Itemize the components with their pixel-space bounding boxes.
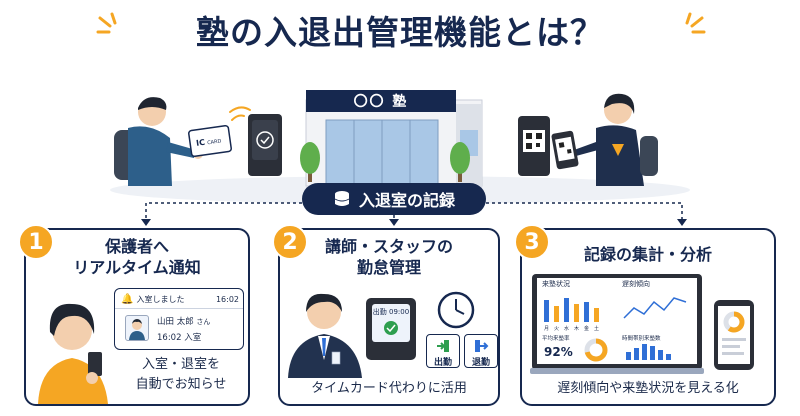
notification-time: 16:02: [215, 295, 239, 304]
ic-card: IC CARD: [188, 124, 232, 158]
card-staff-attendance: 2 講師・スタッフの 勤怠管理 出勤 09:00 出勤 退勤 タイムカード代わり…: [272, 224, 500, 406]
card-number-3: 3: [514, 224, 550, 260]
card-2-title-line1: 講師・スタッフの: [324, 237, 453, 256]
card-3-caption: 遅刻傾向や来塾状況を見える化: [557, 381, 739, 396]
notification-popup: 🔔入室しました 16:02 山田 太郎 さん 16:02 入室: [114, 288, 244, 350]
qr-reader: [518, 116, 550, 176]
student-honorific: さん: [196, 318, 211, 326]
weekday-4: 金: [584, 325, 589, 332]
card-1-caption-line2: 自動でお知らせ: [135, 377, 227, 392]
school-sign: 〇〇 塾: [353, 94, 409, 110]
time-chart-title: 時間帯別来塾数: [622, 334, 661, 342]
tree-icon: [300, 142, 470, 182]
card-3-title: 記録の集計・分析: [583, 245, 712, 264]
attendance-chart-title: 来塾状況: [542, 279, 570, 288]
clock-in-label: 出勤: [433, 358, 452, 368]
avatar-icon: [125, 315, 149, 341]
average-label: 平均来塾率: [542, 334, 570, 342]
school-building: [305, 90, 483, 187]
weekday-0: 月: [544, 326, 549, 332]
card-2-caption: タイムカード代わりに活用: [311, 381, 467, 396]
clock-in-button: 出勤: [426, 334, 460, 368]
analytics-dashboard: 来塾状況 月 火 水 木 金 土 遅刻傾向 平均来塾率 92% 時間帯別来塾数: [530, 274, 754, 374]
card-number-2: 2: [272, 224, 308, 260]
database-icon: [334, 191, 350, 206]
student-name: 山田 太郎: [157, 317, 194, 327]
ic-card-text: IC: [196, 138, 206, 148]
parent-with-phone: [38, 303, 108, 404]
time-bars: [626, 344, 671, 360]
card-analytics: 3 記録の集計・分析 来塾状況 月 火 水 木 金 土 遅刻傾向 平均来塾率 9…: [514, 224, 776, 406]
exit-arrow-icon: [475, 340, 489, 352]
bell-icon: 🔔: [121, 294, 134, 305]
ic-card-text-sub: CARD: [207, 138, 222, 146]
card-2-title-line2: 勤怠管理: [356, 258, 421, 277]
clock-icon: [437, 291, 475, 329]
card-number-1: 1: [18, 224, 54, 260]
weekday-2: 水: [564, 325, 569, 332]
card-1-title-line2: リアルタイム通知: [73, 258, 201, 277]
trend-line: [623, 297, 687, 319]
smartphone-qr-icon: [551, 130, 579, 170]
entry-exit-record-text: 入退室の記録: [358, 191, 455, 210]
enter-arrow-icon: [437, 340, 449, 352]
clock-out-label: 退勤: [471, 358, 490, 368]
card-parent-notification: 1 保護者へ リアルタイム通知 🔔入室しました 16:02 山田 太郎 さん 1…: [18, 224, 250, 406]
page-title: 塾の入退出管理機能とは？: [196, 13, 604, 52]
entrance-scene: IC CARD: [110, 90, 690, 204]
entry-detail: 16:02 入室: [157, 333, 202, 343]
sparkle-right-icon: [685, 12, 706, 34]
notification-header: 入室しました: [136, 295, 185, 304]
weekday-3: 木: [574, 325, 579, 332]
average-value: 92%: [544, 345, 573, 359]
terminal-time: 出勤 09:00: [373, 307, 409, 316]
signal-waves-icon: [229, 106, 251, 121]
average-donut: [584, 338, 608, 362]
ic-card-reader: [248, 114, 282, 176]
weekday-1: 火: [554, 326, 559, 332]
attendance-bars: [544, 298, 599, 322]
card-1-title-line1: 保護者へ: [104, 237, 169, 256]
card-1-caption-line1: 入室・退室を: [141, 357, 220, 372]
time-clock-terminal: 出勤 09:00: [366, 298, 416, 360]
student-with-ic-card: [114, 97, 203, 186]
clock-out-button: 退勤: [464, 334, 498, 368]
flow-arrows: [141, 202, 687, 226]
weekday-5: 土: [594, 325, 599, 332]
sparkle-left-icon: [96, 12, 117, 34]
entry-exit-record-label: 入退室の記録: [302, 183, 486, 215]
trend-chart-title: 遅刻傾向: [622, 279, 650, 288]
student-with-smartphone: [574, 93, 658, 186]
staff-member: [288, 293, 362, 378]
